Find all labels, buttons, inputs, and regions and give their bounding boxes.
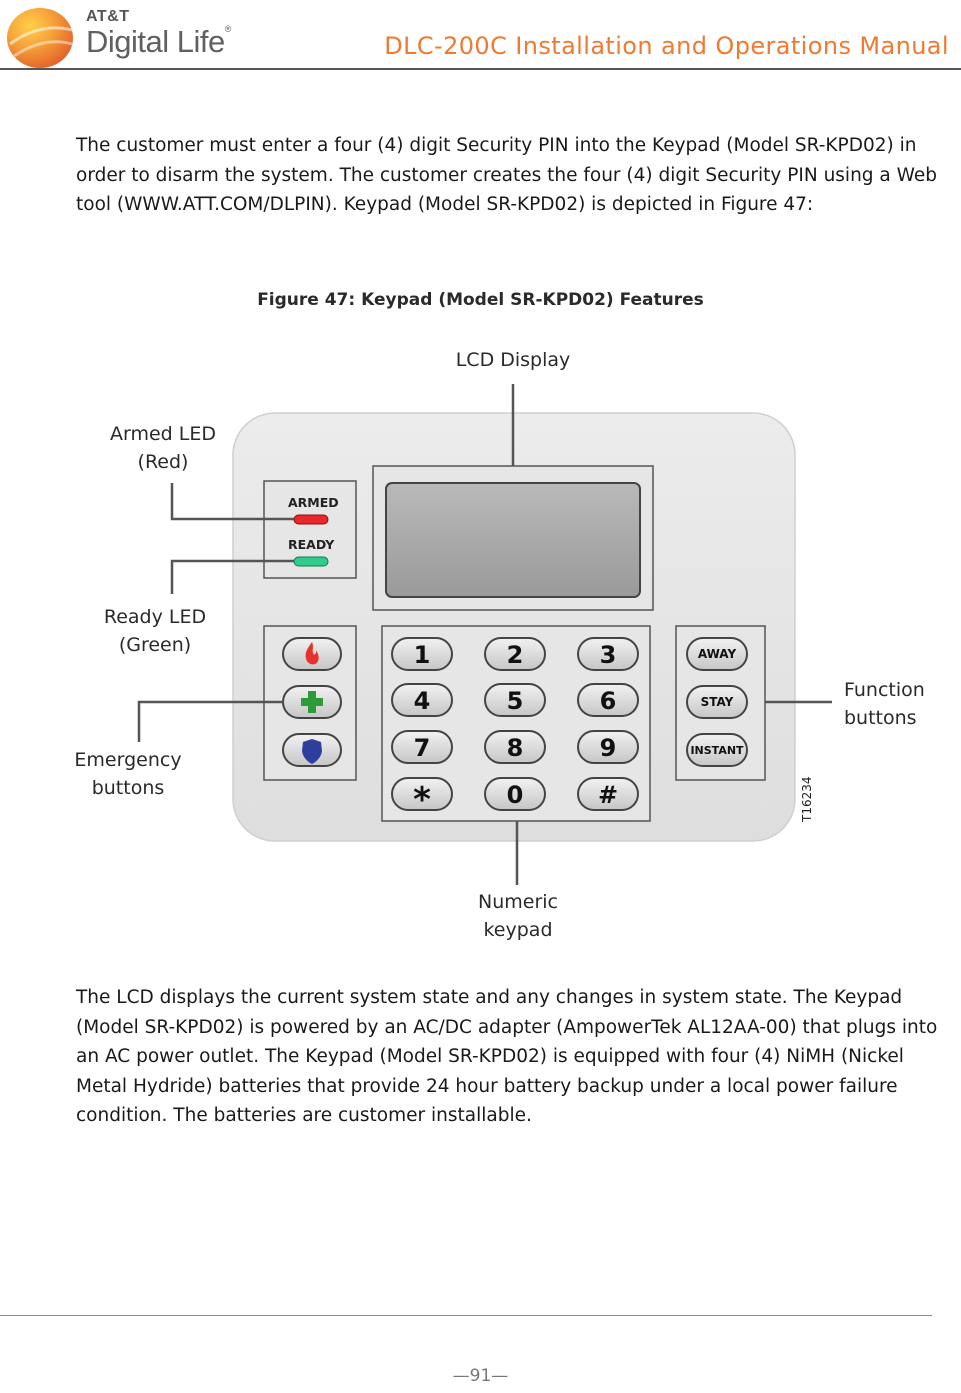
- key-7[interactable]: 7: [391, 730, 453, 764]
- key-label: #: [598, 781, 618, 809]
- medical-cross-icon: [301, 691, 323, 713]
- fire-icon: [305, 642, 319, 665]
- page-header: AT&T Digital Life® DLC-200C Installation…: [0, 0, 961, 72]
- key-label: 2: [507, 641, 524, 669]
- ready-led-label: READY: [288, 537, 335, 552]
- ready-led: [293, 556, 329, 567]
- key-1[interactable]: 1: [391, 637, 453, 671]
- function-key-label: AWAY: [698, 647, 737, 661]
- armed-led-label: ARMED: [288, 495, 339, 510]
- function-key-label: INSTANT: [690, 744, 744, 757]
- key-8[interactable]: 8: [484, 730, 546, 764]
- emergency-buttons-callout: Emergency: [74, 749, 181, 771]
- intro-paragraph: The customer must enter a four (4) digit…: [76, 135, 937, 215]
- header-divider: [0, 68, 961, 70]
- medical-emergency-button[interactable]: [282, 685, 342, 719]
- ready-led-callout: Ready LED: [104, 606, 206, 628]
- armed-led-callout: Armed LED: [110, 423, 216, 445]
- lcd-display-callout: LCD Display: [456, 349, 571, 371]
- emergency-callout-line: [137, 700, 283, 742]
- emergency-buttons-callout-2: buttons: [92, 777, 165, 799]
- lcd-description-paragraph: The LCD displays the current system stat…: [76, 987, 938, 1126]
- key-hash[interactable]: #: [577, 777, 639, 811]
- key-2[interactable]: 2: [484, 637, 546, 671]
- armed-led: [293, 514, 329, 525]
- page-number: —91—: [452, 1366, 509, 1386]
- brand-name: Digital Life®: [86, 24, 231, 60]
- key-label: 1: [414, 641, 431, 669]
- document-title: DLC-200C Installation and Operations Man…: [384, 32, 949, 60]
- figure-caption: Figure 47: Keypad (Model SR-KPD02) Featu…: [257, 290, 704, 310]
- numeric-keypad-callout: Numeric: [478, 891, 558, 913]
- armed-callout-line: [170, 483, 294, 521]
- callout-labels: LCD Display Armed LED (Red) Ready LED (G…: [74, 349, 924, 941]
- key-label: 0: [507, 781, 524, 809]
- key-label: 5: [507, 687, 524, 715]
- police-badge-icon: [302, 739, 322, 764]
- att-globe-logo-icon: [7, 8, 73, 68]
- ready-callout-line: [170, 559, 294, 594]
- footer-divider: [0, 1315, 932, 1316]
- key-0[interactable]: 0: [484, 777, 546, 811]
- brand-registered-mark: ®: [224, 24, 232, 34]
- key-label: *: [413, 780, 431, 820]
- key-9[interactable]: 9: [577, 730, 639, 764]
- key-label: 3: [600, 641, 617, 669]
- function-key-label: STAY: [701, 695, 734, 709]
- function-buttons-callout-2: buttons: [844, 707, 917, 729]
- brand-main-label: Digital Life: [86, 24, 225, 59]
- ready-led-callout-color: (Green): [119, 634, 191, 656]
- function-key-instant[interactable]: INSTANT: [686, 733, 748, 767]
- key-label: 7: [414, 734, 431, 762]
- police-emergency-button[interactable]: [282, 733, 342, 767]
- key-label: 8: [507, 734, 524, 762]
- keypad-figure: ARMED READY 1 2 3 4 5 6 7 8 9 * 0 # AWAY STAY INSTANT…: [74, 349, 924, 941]
- lcd-screen: [385, 482, 641, 598]
- callout-lines: [137, 384, 832, 885]
- brand-att-label: AT&T: [86, 8, 130, 25]
- key-6[interactable]: 6: [577, 683, 639, 717]
- key-label: 4: [414, 687, 431, 715]
- key-5[interactable]: 5: [484, 683, 546, 717]
- serial-number: T16234: [800, 776, 814, 823]
- fire-emergency-button[interactable]: [282, 637, 342, 671]
- function-buttons-callout: Function: [844, 679, 925, 701]
- key-label: 9: [600, 734, 617, 762]
- function-key-stay[interactable]: STAY: [686, 685, 748, 719]
- numeric-keypad-callout-2: keypad: [483, 919, 552, 941]
- key-4[interactable]: 4: [391, 683, 453, 717]
- key-label: 6: [600, 687, 617, 715]
- key-3[interactable]: 3: [577, 637, 639, 671]
- function-key-away[interactable]: AWAY: [686, 637, 748, 671]
- armed-led-callout-color: (Red): [138, 451, 189, 473]
- key-star[interactable]: *: [391, 777, 453, 820]
